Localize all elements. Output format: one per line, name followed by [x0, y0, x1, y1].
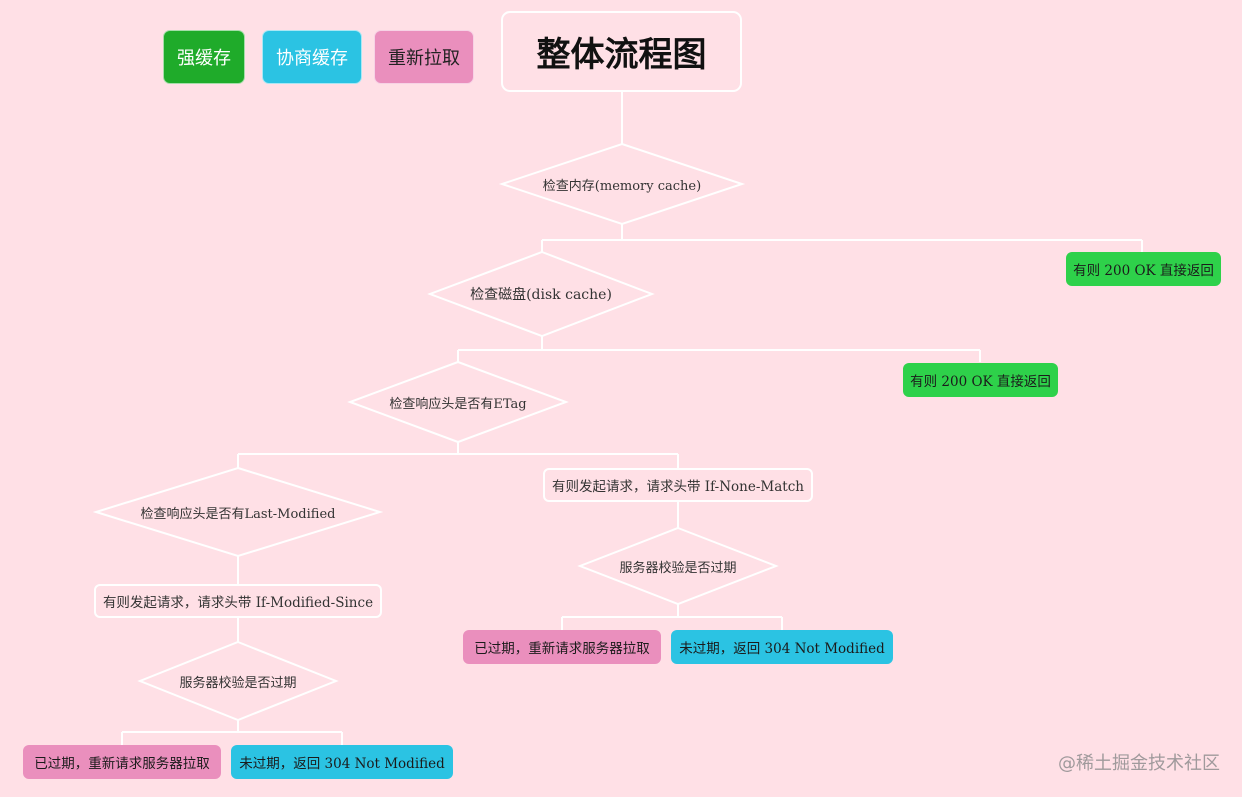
legend-negotiate-cache: 协商缓存	[262, 30, 362, 84]
if-modified-since-node: 有则发起请求，请求头带 If-Modified-Since	[94, 584, 382, 618]
watermark: @稀土掘金技术社区	[1058, 753, 1220, 774]
disk-hit-node: 有则 200 OK 直接返回	[903, 363, 1058, 397]
page-title: 整体流程图	[501, 11, 742, 92]
server-check-right-label: 服务器校验是否过期	[619, 560, 737, 576]
server-check-left-label: 服务器校验是否过期	[179, 675, 297, 691]
not-expired-right-node: 未过期，返回 304 Not Modified	[671, 630, 893, 664]
if-none-match-node: 有则发起请求，请求头带 If-None-Match	[543, 468, 813, 502]
etag-check-label: 检查响应头是否有ETag	[389, 396, 527, 412]
memory-check-label: 检查内存(memory cache)	[542, 178, 702, 194]
memory-hit-node: 有则 200 OK 直接返回	[1066, 252, 1221, 286]
not-expired-left-node: 未过期，返回 304 Not Modified	[231, 745, 453, 779]
disk-check-label: 检查磁盘(disk cache)	[470, 287, 612, 303]
last-modified-check-label: 检查响应头是否有Last-Modified	[140, 506, 336, 522]
expired-right-node: 已过期，重新请求服务器拉取	[463, 630, 661, 664]
expired-left-node: 已过期，重新请求服务器拉取	[23, 745, 221, 779]
legend-strong-cache: 强缓存	[163, 30, 245, 84]
legend-refetch: 重新拉取	[374, 30, 474, 84]
